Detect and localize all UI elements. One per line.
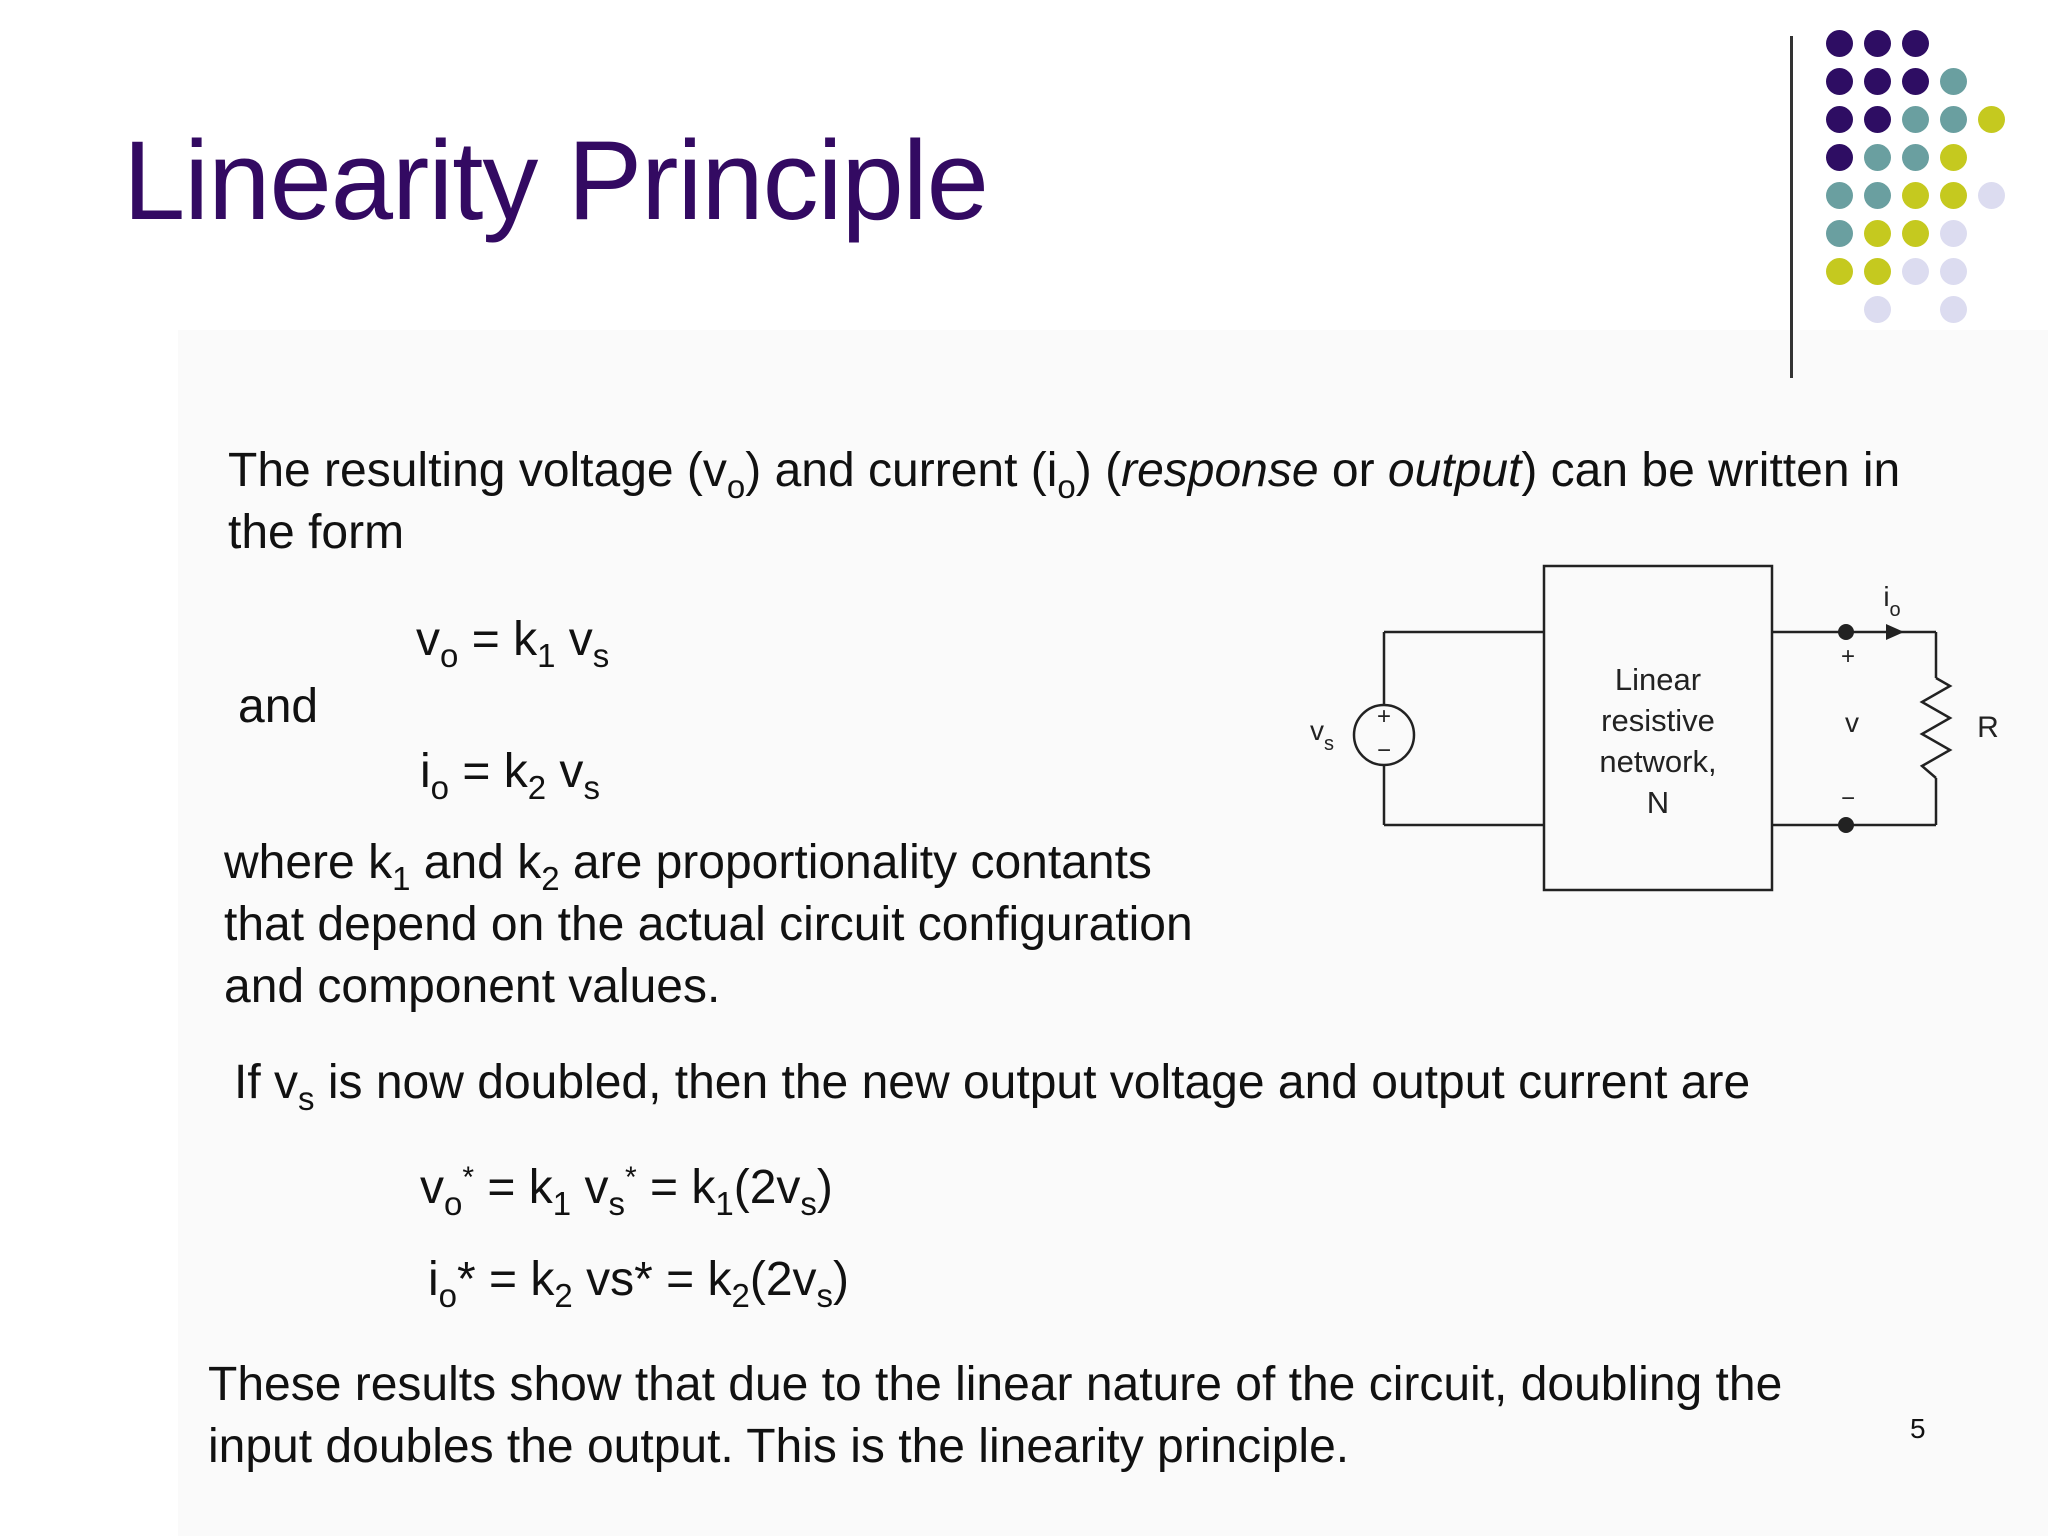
dot: [1940, 258, 1967, 285]
dot: [1902, 30, 1929, 57]
dot: [1826, 68, 1853, 95]
source-label: vs: [1310, 715, 1334, 755]
network-label-line-4: N: [1647, 785, 1669, 820]
dot: [1902, 220, 1929, 247]
dot: [1864, 106, 1891, 133]
conclusion-line-2: input doubles the output. This is the li…: [208, 1420, 1350, 1473]
dot: [1826, 220, 1853, 247]
circuit-diagram: + − vs Linear resistive network, N io + …: [1310, 564, 1999, 892]
equation-io: io = k2 vs: [420, 745, 600, 806]
dot: [1940, 220, 1967, 247]
equation-io-star: io* = k2 vs* = k2(2vs): [428, 1253, 850, 1314]
network-label-line-2: resistive: [1601, 703, 1715, 738]
conclusion-line-1: These results show that due to the linea…: [208, 1358, 1783, 1411]
source-plus: +: [1377, 703, 1391, 730]
where-line-2: that depend on the actual circuit config…: [224, 898, 1193, 951]
dot: [1864, 144, 1891, 171]
dot: [1978, 182, 2005, 209]
resistor-label: R: [1977, 711, 1999, 744]
dot: [1864, 296, 1891, 323]
dot: [1902, 106, 1929, 133]
voltage-source-icon: [1352, 703, 1416, 767]
dot: [1902, 258, 1929, 285]
network-label-line-1: Linear: [1615, 662, 1701, 697]
output-v-label: v: [1845, 707, 1859, 738]
page-number: 5: [1910, 1413, 1926, 1444]
where-line-3: and component values.: [224, 960, 721, 1013]
dot: [1902, 182, 1929, 209]
slide-title: Linearity Principle: [123, 118, 989, 243]
current-arrow-icon: [1886, 624, 1904, 640]
dot: [1864, 258, 1891, 285]
current-label: io: [1883, 581, 1900, 621]
output-plus: +: [1841, 643, 1855, 670]
dot: [1826, 144, 1853, 171]
dot: [1940, 106, 1967, 133]
resistor-icon: [1919, 676, 1953, 779]
equation-vo-star: vo* = k1 vs* = k1(2vs): [420, 1161, 833, 1222]
if-line: If vs is now doubled, then the new outpu…: [234, 1056, 1751, 1117]
dot: [1902, 68, 1929, 95]
decorative-dot-grid: [1826, 30, 2046, 340]
intro-line-1: The resulting voltage (vo) and current (…: [228, 444, 1901, 505]
network-box: [1542, 564, 1774, 892]
network-label-line-3: network,: [1599, 744, 1716, 779]
source-minus: −: [1377, 737, 1391, 764]
dot: [1940, 296, 1967, 323]
dot: [1864, 30, 1891, 57]
dot: [1826, 258, 1853, 285]
terminal-top: [1838, 624, 1854, 640]
dot: [1864, 182, 1891, 209]
terminal-bottom: [1838, 817, 1854, 833]
dot: [1940, 144, 1967, 171]
title-divider-line: [1790, 36, 1793, 378]
dot: [1826, 182, 1853, 209]
dot: [1826, 30, 1853, 57]
dot: [1826, 106, 1853, 133]
where-line-1: where k1 and k2 are proportionality cont…: [224, 836, 1152, 897]
dot: [1978, 106, 2005, 133]
dot: [1940, 182, 1967, 209]
equation-vo: vo = k1 vs: [416, 613, 610, 674]
dot: [1940, 68, 1967, 95]
dot: [1864, 68, 1891, 95]
content-background: [178, 330, 2048, 1536]
dot: [1864, 220, 1891, 247]
output-minus: −: [1841, 785, 1855, 812]
intro-line-2: the form: [228, 506, 405, 559]
dot: [1902, 144, 1929, 171]
and-label: and: [238, 680, 319, 733]
